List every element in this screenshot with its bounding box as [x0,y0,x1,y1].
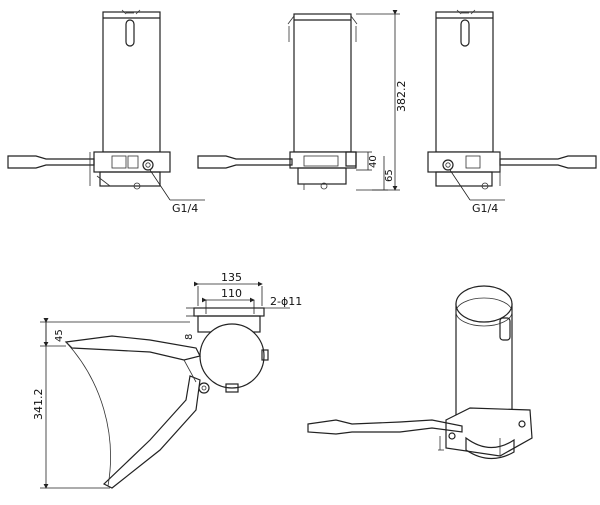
label-dim-8: 8 [184,334,195,340]
handle [7,155,95,169]
label-dim-110: 110 [221,287,242,300]
base-block [427,151,501,173]
label-thread-left: G1/4 [172,202,198,215]
handle [197,155,293,169]
label-dim-40: 40 [368,155,379,168]
label-dim-341: 341.2 [32,389,45,421]
handle [499,155,597,169]
front-view-right: G1/4 [427,9,597,215]
reservoir-body [435,11,494,153]
fitting [142,159,154,171]
label-dim-45: 45 [54,329,65,342]
side-view: 382.2 40 65 [197,10,408,191]
front-view-left: G1/4 [7,9,205,215]
isometric-view [307,285,533,460]
swing-view: 135 110 2-ϕ11 8 45 341.2 [32,271,302,489]
lever-arm [64,335,201,361]
level-window [460,19,470,47]
label-height-total: 382.2 [395,81,408,113]
level-window [125,19,135,47]
label-hole-spec: 2-ϕ11 [270,295,302,308]
reservoir-body [293,13,352,153]
iso-lever [307,419,463,435]
reservoir-body [102,11,161,153]
label-dim-135: 135 [221,271,242,284]
reservoir-section [199,323,265,389]
fitting [442,159,454,171]
label-dim-65: 65 [384,169,395,182]
label-thread-right: G1/4 [472,202,498,215]
base-block [93,151,171,173]
